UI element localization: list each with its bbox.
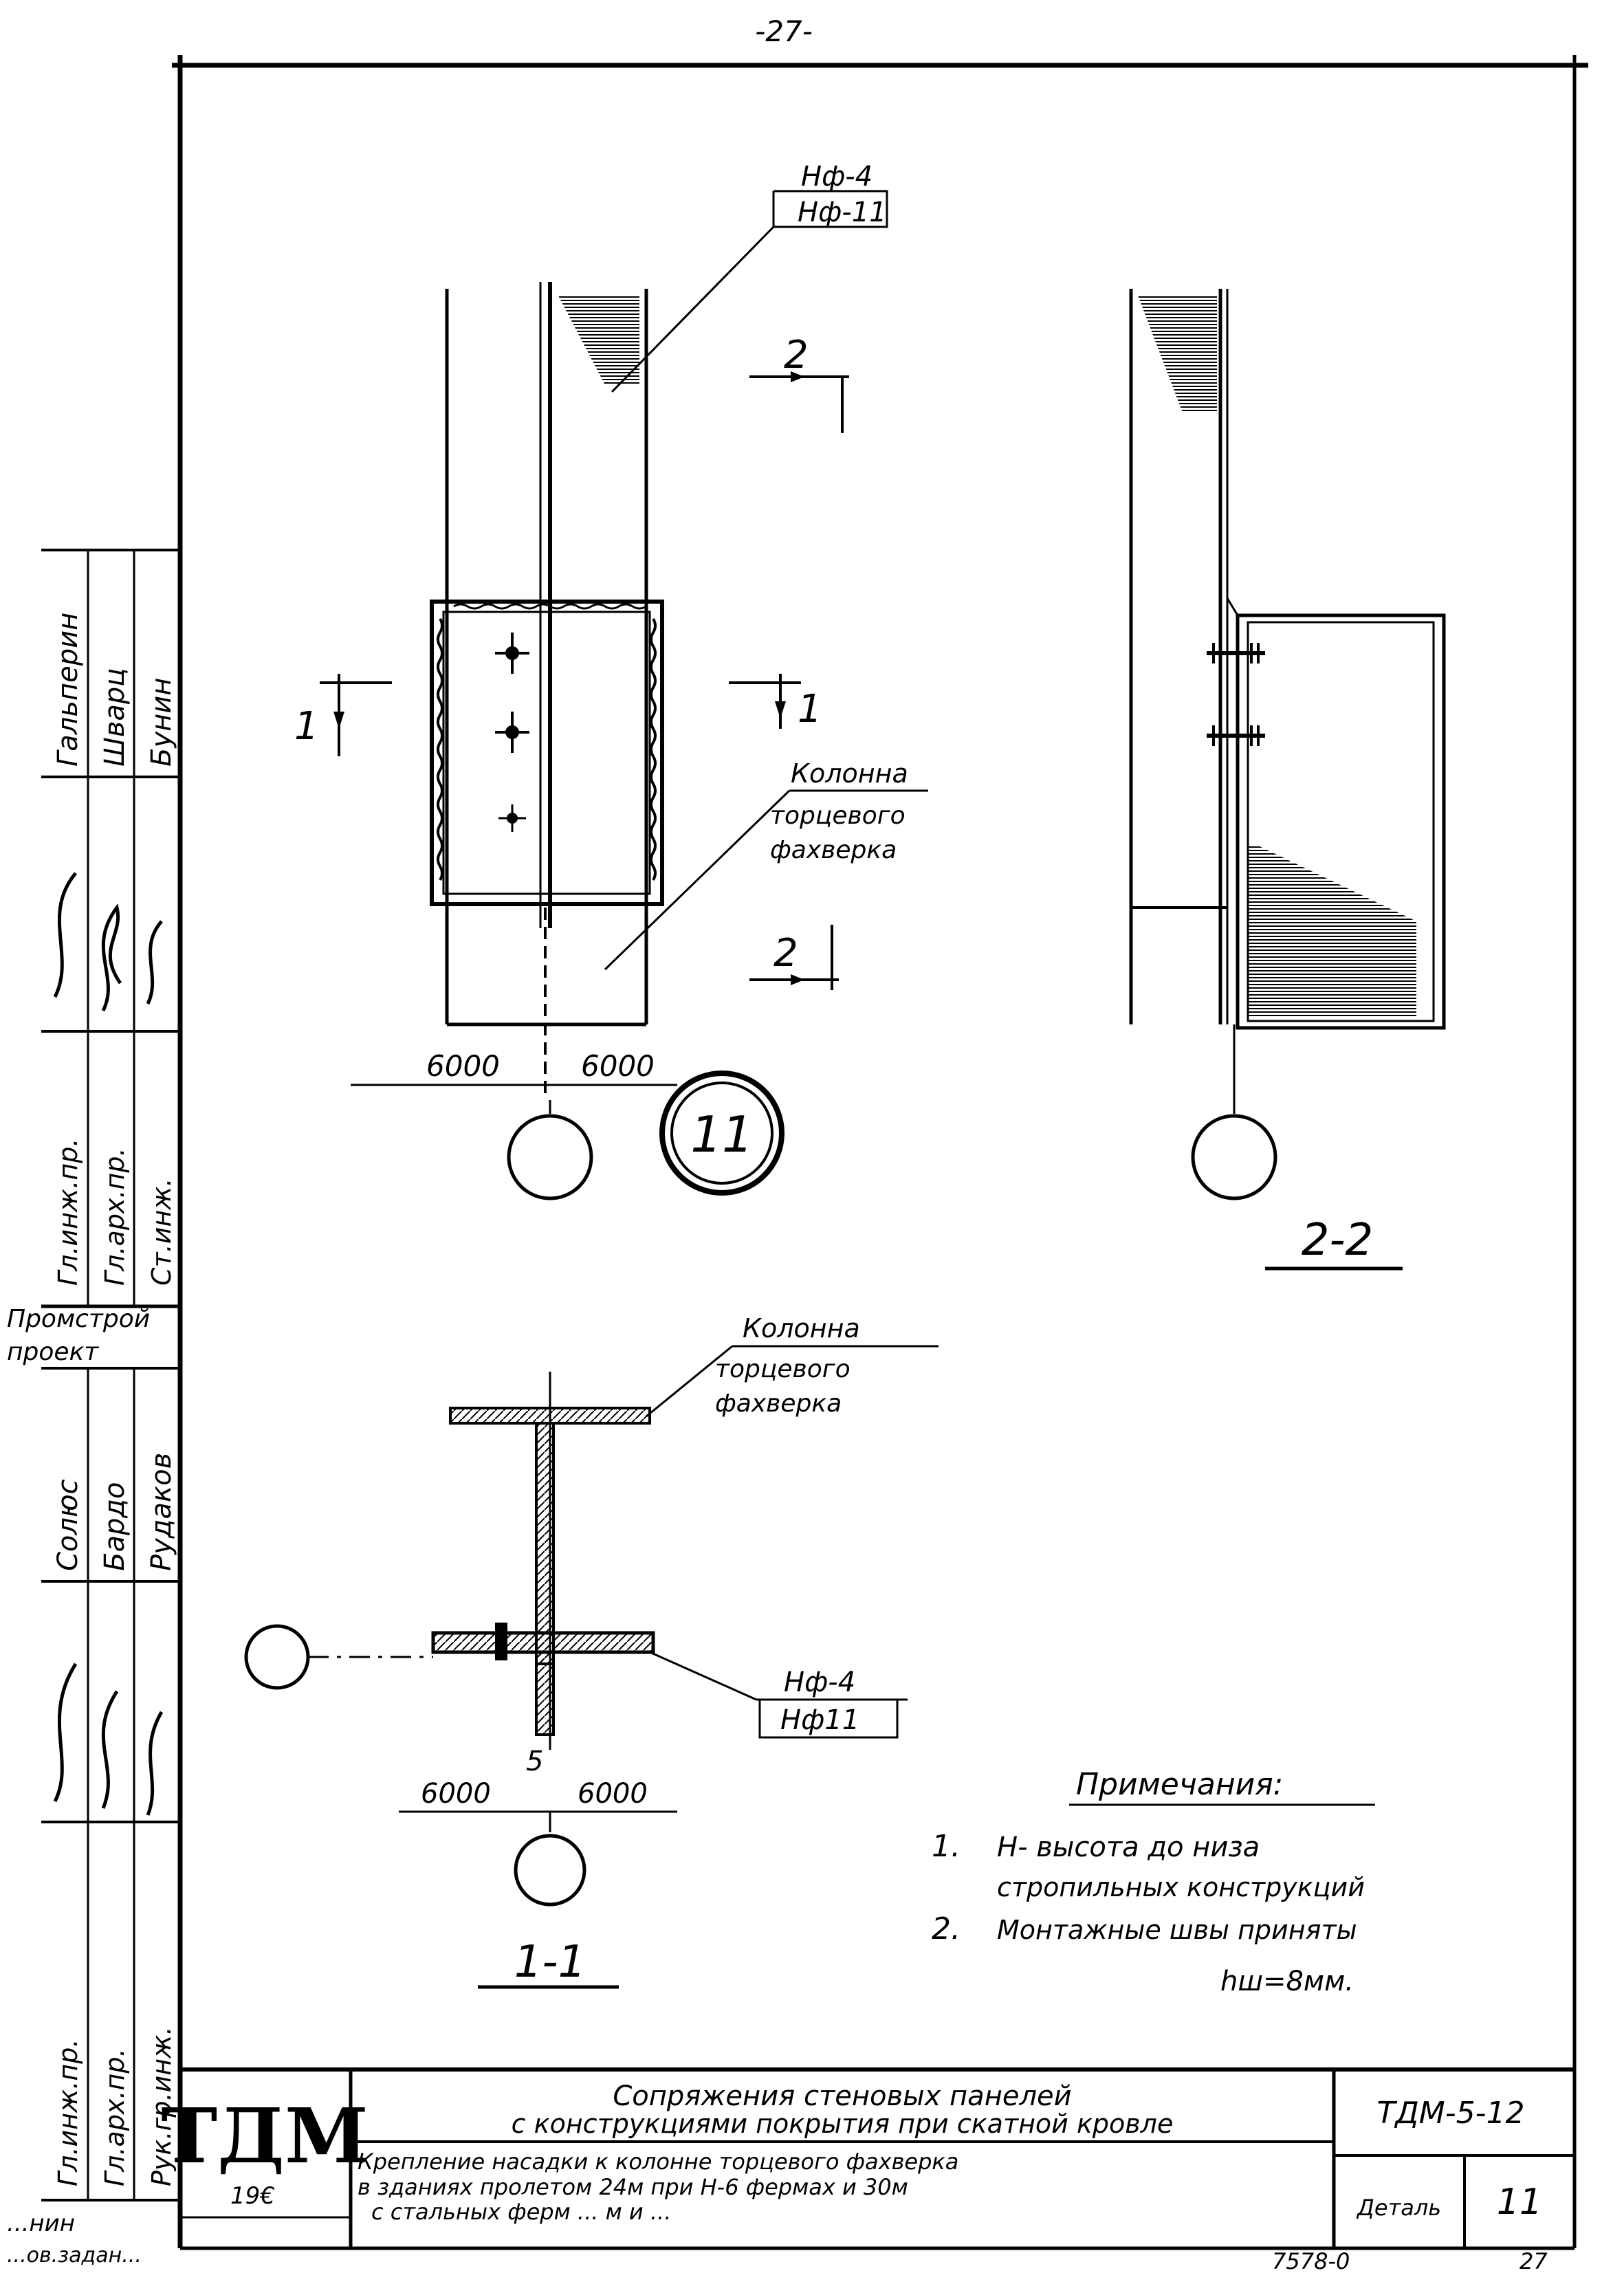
note-2-line2: hш=8мм. <box>1220 1966 1354 1997</box>
note-1-line2: стропильных конструкций <box>997 1872 1365 1902</box>
org-line2: проект <box>7 1338 99 1366</box>
page-number: -27- <box>755 14 813 48</box>
bolt <box>498 804 526 832</box>
upper-role-1: Гл.инж.пр. <box>53 1139 83 1286</box>
leader-label-top: Нф-4 <box>801 161 873 193</box>
view-2-2-shading-top <box>1138 296 1217 413</box>
main-view: Нф-4 Нф-11 2 2 1 1 Колонна торцевого фах… <box>294 161 928 1200</box>
desc-line1: Крепление насадки к колонне торцевого фа… <box>358 2149 958 2175</box>
bolt <box>1207 643 1265 663</box>
lower-name-1: Солюс <box>52 1479 84 1571</box>
view-1-1-title: 1-1 <box>514 1937 586 1988</box>
notes: Примечания: 1. Н- высота до низа стропил… <box>932 1767 1375 1997</box>
desc-line3: с стальных ферм ... м и ... <box>371 2199 671 2225</box>
column-label-line2: торцевого <box>715 1355 851 1383</box>
title-block: ТДМ 19€ Сопряжения стеновых панелей с ко… <box>161 2067 1574 2273</box>
wall-panel <box>1236 613 1446 1030</box>
column-label-line1: Колонна <box>791 758 908 789</box>
bottom-number: 7578-0 <box>1272 2248 1350 2273</box>
section-2-top-label: 2 <box>784 333 809 377</box>
detail-label: Деталь <box>1356 2195 1441 2221</box>
lower-name-3: Рудаков <box>146 1453 177 1571</box>
section-1-left-label: 1 <box>294 704 319 749</box>
bolt <box>1207 725 1265 746</box>
series-code: ТДМ-5-12 <box>1377 2096 1525 2131</box>
bolt <box>495 712 529 753</box>
dim-mid: 5 <box>526 1746 543 1777</box>
column-label-line1: Колонна <box>743 1313 860 1343</box>
side-stamp: Гальперин Шварц Бунин Гл.инж.пр. Гл.арх.… <box>7 549 180 2267</box>
org-logo: ТДМ <box>161 2091 368 2180</box>
desc-line2: в зданиях пролетом 24м при Н-6 фермах и … <box>358 2174 908 2200</box>
drawing-frame <box>172 55 1588 2248</box>
upper-name-1: Гальперин <box>52 613 84 767</box>
plate <box>430 600 664 906</box>
lower-role-3: Рук.гр.инж. <box>146 2027 177 2186</box>
view-1-1: Колонна торцевого фахверка Нф-4 Нф11 600… <box>244 1313 939 1989</box>
note-2-number: 2. <box>932 1911 961 1946</box>
detail-number: 11 <box>1497 2182 1542 2223</box>
column-shading <box>558 296 639 385</box>
view-2-2-title: 2-2 <box>1302 1215 1374 1266</box>
bolt <box>495 633 529 674</box>
detail-circle <box>659 1070 784 1196</box>
axis-bubble <box>514 1834 586 1907</box>
view-2-2: 2-2 <box>1129 289 1446 1271</box>
section-2-bottom-label: 2 <box>773 931 798 976</box>
notes-heading: Примечания: <box>1076 1767 1284 1802</box>
leader-label-bottom: Нф11 <box>780 1704 859 1736</box>
note-1-number: 1. <box>932 1829 961 1864</box>
dim-left: 6000 <box>426 1049 500 1083</box>
column-label-line3: фахверка <box>770 836 897 864</box>
bolt <box>495 1623 507 1660</box>
bottom-page: 27 <box>1519 2248 1548 2273</box>
note-2-line1: Монтажные швы приняты <box>997 1915 1357 1945</box>
upper-name-2: Шварц <box>99 668 131 767</box>
axis-bubble <box>244 1624 310 1690</box>
base-plate <box>431 1631 655 1654</box>
lower-role-1: Гл.инж.пр. <box>53 2039 83 2186</box>
title-line1: Сопряжения стеновых панелей <box>613 2080 1071 2112</box>
detail-circle-number: 11 <box>690 1106 754 1163</box>
upper-role-2: Гл.арх.пр. <box>100 1148 130 1286</box>
title-line2: с конструкциями покрытия при скатной кро… <box>512 2109 1174 2139</box>
upper-role-3: Ст.инж. <box>146 1178 177 1286</box>
lower-role-2: Гл.арх.пр. <box>100 2048 130 2186</box>
lower-name-2: Бардо <box>99 1482 131 1571</box>
upper-name-3: Бунин <box>146 678 177 767</box>
weld-top <box>453 603 647 610</box>
dim-left: 6000 <box>421 1778 491 1810</box>
axis-bubble <box>507 1114 593 1200</box>
weld-left <box>437 617 443 881</box>
org-line1: Промстрой <box>7 1305 150 1333</box>
dim-right: 6000 <box>578 1778 648 1810</box>
leader-label-bottom: Нф-11 <box>798 197 887 228</box>
view-2-2-shading-bottom <box>1248 846 1416 1018</box>
section-1-right-label: 1 <box>798 687 822 732</box>
weld-right <box>650 617 657 881</box>
side-bottom-line1: ...нин <box>7 2210 75 2237</box>
leader-label-top: Нф-4 <box>784 1667 855 1698</box>
column-label-line2: торцевого <box>770 802 906 830</box>
signatures-lower <box>53 1662 164 1816</box>
axis-bubble <box>1191 1114 1277 1200</box>
note-1-line1: Н- высота до низа <box>997 1832 1260 1863</box>
column-label-line3: фахверка <box>715 1390 842 1418</box>
signatures-upper <box>53 872 163 1012</box>
org-logo-sub: 19€ <box>230 2182 275 2210</box>
side-bottom-line2: ...ов.задан... <box>7 2243 142 2267</box>
dim-right: 6000 <box>581 1049 655 1083</box>
